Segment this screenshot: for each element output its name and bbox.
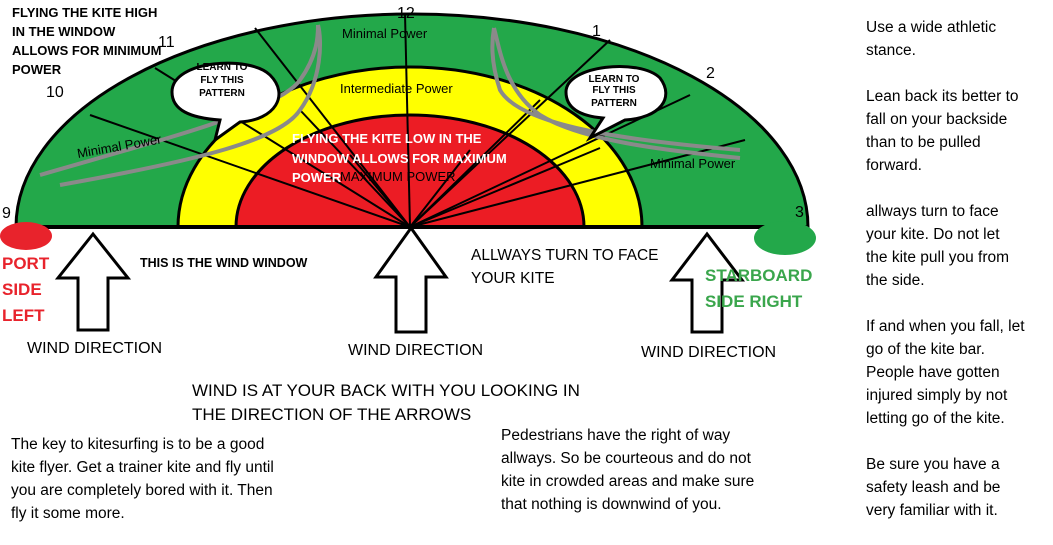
trainer-line-1: The key to kitesurfing is to be a good [11, 436, 265, 453]
zone-minimal-top-label: Minimal Power [342, 26, 428, 41]
face-kite-line-2: YOUR KITE [471, 270, 555, 287]
starboard-line-2: SIDE RIGHT [705, 292, 803, 311]
clock-9: 9 [2, 205, 11, 222]
tip-face-line-2: your kite. Do not let [866, 226, 1000, 243]
bubble-left-line-3: PATTERN [199, 88, 245, 99]
clock-3: 3 [795, 204, 804, 221]
high-note: FLYING THE KITE HIGH IN THE WINDOW ALLOW… [12, 3, 172, 79]
port-line-2: SIDE [2, 280, 42, 299]
bubble-left-line-2: FLY THIS [200, 75, 244, 86]
tip-face-line-4: the side. [866, 272, 925, 289]
clock-labels: 12 1 2 3 9 10 11 [2, 5, 804, 222]
tip-stance-line-2: stance. [866, 42, 916, 59]
tip-letgo-line-4: injured simply by not [866, 387, 1008, 404]
wind-direction-right: WIND DIRECTION [641, 344, 777, 361]
tip-face-line-1: allways turn to face [866, 203, 999, 220]
bubble-left-line-1: LEARN TO [197, 62, 248, 73]
bubble-texts: LEARN TO FLY THIS PATTERN LEARN TO FLY T… [197, 62, 640, 109]
wind-direction-left: WIND DIRECTION [27, 340, 163, 357]
tip-stance: Use a wide athletic stance. [866, 16, 1051, 62]
tip-letgo-line-1: If and when you fall, let [866, 318, 1025, 335]
trainer-note: The key to kitesurfing is to be a good k… [11, 433, 274, 525]
wind-back-line-2: THE DIRECTION OF THE ARROWS [192, 405, 472, 424]
pedestrians-line-4: that nothing is downwind of you. [501, 496, 722, 513]
port-marker [0, 222, 52, 250]
tip-lean-line-4: forward. [866, 157, 922, 174]
safety-tips: Use a wide athletic stance. Lean back it… [866, 16, 1051, 545]
pedestrians-note: Pedestrians have the right of way allway… [501, 424, 754, 516]
tip-letgo-line-5: letting go of the kite. [866, 410, 1005, 427]
starboard-marker [754, 221, 816, 255]
low-note-line-2: WINDOW ALLOWS FOR MAXIMUM [292, 151, 507, 166]
tip-leash-line-1: Be sure you have a [866, 456, 1000, 473]
low-note-line-1: FLYING THE KITE LOW IN THE [292, 131, 482, 146]
bubble-right-line-1: LEARN TO [589, 74, 640, 85]
bubble-right-shape [564, 65, 668, 142]
pedestrians-line-2: allways. So be courteous and do not [501, 450, 751, 467]
zone-intermediate-label: Intermediate Power [340, 81, 453, 96]
wind-arrows [54, 225, 746, 334]
low-note-line-3: POWER [292, 170, 342, 185]
tip-face-kite: allways turn to face your kite. Do not l… [866, 200, 1051, 292]
port-line-3: LEFT [2, 306, 45, 325]
starboard-side-label: STARBOARD SIDE RIGHT [705, 263, 812, 315]
zone-minimal-right-label: Minimal Power [650, 156, 736, 171]
port-line-1: PORT [2, 254, 50, 273]
port-side-label: PORT SIDE LEFT [2, 251, 49, 329]
clock-11: 11 [158, 34, 175, 51]
tip-lean-line-1: Lean back its better to [866, 88, 1019, 105]
diagram-title: THIS IS THE WIND WINDOW [140, 256, 308, 270]
tip-safety-leash: Be sure you have a safety leash and be v… [866, 453, 1051, 522]
clock-2: 2 [706, 65, 715, 82]
tip-lean-line-2: fall on your backside [866, 111, 1008, 128]
trainer-line-3: you are completely bored with it. Then [11, 482, 273, 499]
pedestrians-line-3: kite in crowded areas and make sure [501, 473, 755, 490]
tip-letgo-line-3: People have gotten [866, 364, 1000, 381]
tip-face-line-3: the kite pull you from [866, 249, 1010, 266]
bubble-right-line-3: PATTERN [591, 98, 637, 109]
low-note: FLYING THE KITE LOW IN THE WINDOW ALLOWS… [292, 131, 507, 185]
wind-direction-center: WIND DIRECTION [348, 342, 484, 359]
starboard-line-1: STARBOARD [705, 266, 813, 285]
wind-back-note: WIND IS AT YOUR BACK WITH YOU LOOKING IN… [192, 379, 580, 427]
tip-lean-back: Lean back its better to fall on your bac… [866, 85, 1051, 177]
clock-10: 10 [46, 84, 64, 101]
tip-leash-line-2: safety leash and be [866, 479, 1001, 496]
tip-letgo-line-2: go of the kite bar. [866, 341, 985, 358]
bubble-right-line-2: FLY THIS [592, 85, 636, 96]
trainer-line-4: fly it some more. [11, 505, 125, 522]
face-kite-note: ALLWAYS TURN TO FACE YOUR KITE [471, 244, 658, 290]
tip-leash-line-3: very familiar with it. [866, 502, 998, 519]
zone-maximum-label: MAXIMUM POWER [340, 169, 456, 184]
tip-stance-line-1: Use a wide athletic [866, 19, 997, 36]
clock-1: 1 [592, 23, 601, 40]
trainer-line-2: kite flyer. Get a trainer kite and fly u… [11, 459, 274, 476]
bubble-left-shape [170, 61, 281, 144]
face-kite-line-1: ALLWAYS TURN TO FACE [471, 247, 659, 264]
pedestrians-line-1: Pedestrians have the right of way [501, 427, 731, 444]
tip-let-go: If and when you fall, let go of the kite… [866, 315, 1051, 430]
wind-back-line-1: WIND IS AT YOUR BACK WITH YOU LOOKING IN [192, 381, 580, 400]
tip-lean-line-3: than to be pulled [866, 134, 981, 151]
high-note-text: FLYING THE KITE HIGH IN THE WINDOW ALLOW… [12, 5, 162, 77]
clock-12: 12 [397, 5, 415, 22]
